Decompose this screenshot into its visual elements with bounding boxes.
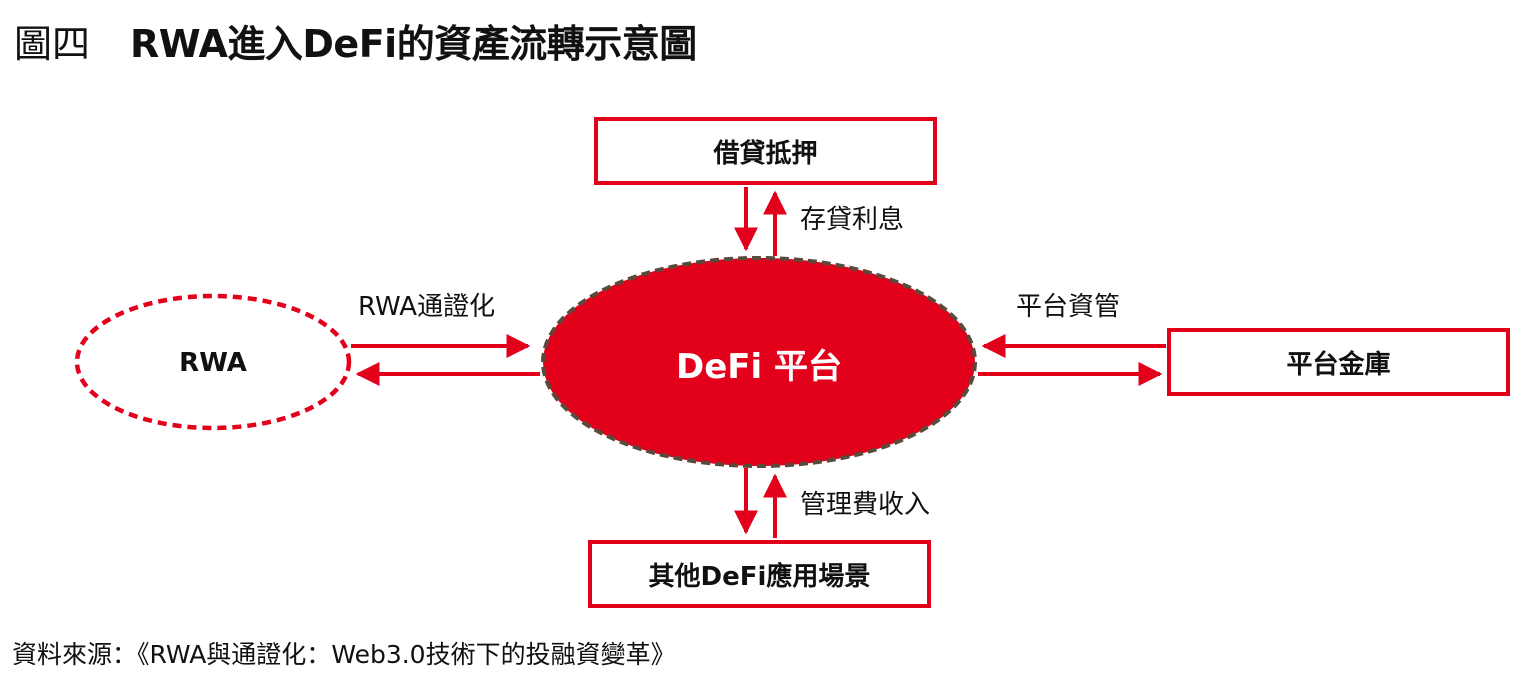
defi-platform-label: DeFi 平台 bbox=[676, 346, 842, 387]
deposit-interest-flow-label: 存貸利息 bbox=[800, 205, 905, 235]
platform-treasury-label: 平台金庫 bbox=[1286, 349, 1391, 380]
figure-number: 圖四 bbox=[14, 22, 91, 66]
platform-treasury-box: 平台金庫 bbox=[1167, 328, 1510, 396]
other-defi-apps-label: 其他DeFi應用場景 bbox=[648, 561, 871, 592]
figure-heading: 圖四 RWA進入DeFi的資產流轉示意圖 bbox=[14, 18, 697, 70]
rwa-label: RWA bbox=[179, 348, 247, 378]
tokenization-flow-label: RWA通證化 bbox=[358, 292, 496, 322]
figure-title: RWA進入DeFi的資產流轉示意圖 bbox=[130, 22, 697, 66]
management-fee-flow-label: 管理費收入 bbox=[800, 490, 931, 520]
defi-platform-ellipse bbox=[541, 256, 977, 468]
rwa-ellipse bbox=[74, 293, 352, 431]
lending-collateral-label: 借貸抵押 bbox=[713, 138, 818, 169]
lending-collateral-box: 借貸抵押 bbox=[594, 117, 937, 185]
other-defi-apps-box: 其他DeFi應用場景 bbox=[588, 540, 931, 608]
asset-management-flow-label: 平台資管 bbox=[1016, 292, 1121, 322]
source-note: 資料來源：《RWA與通證化：Web3.0技術下的投融資變革》 bbox=[12, 640, 676, 669]
